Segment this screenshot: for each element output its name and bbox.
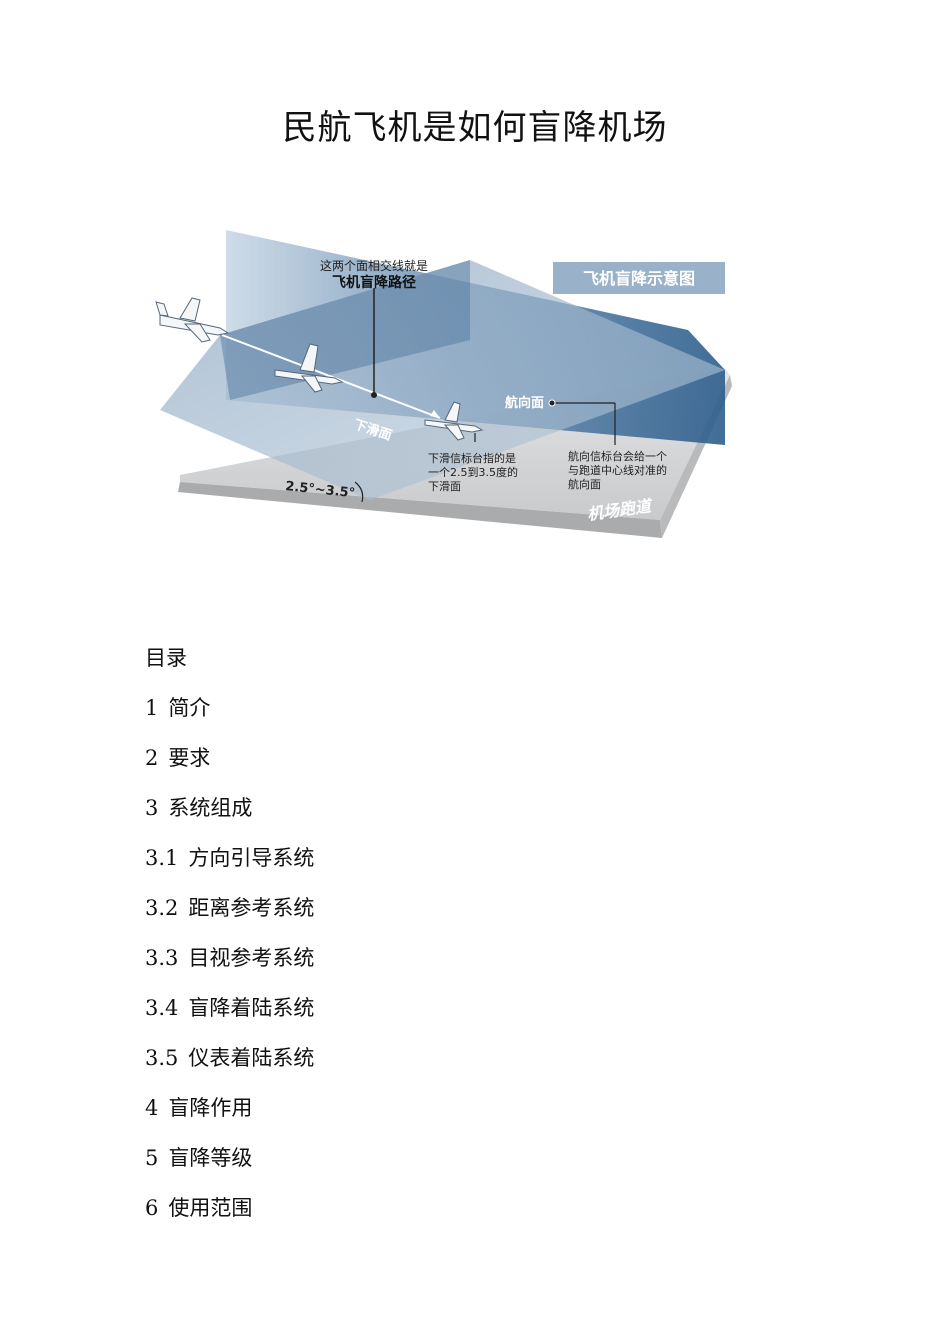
toc-item-number: 3 — [145, 796, 159, 820]
toc-item-number: 3.2 — [145, 896, 179, 920]
toc-item-label: 距离参考系统 — [188, 896, 315, 920]
toc-item[interactable]: 3.4 盲降着陆系统 — [145, 990, 314, 1040]
angle-label: 2.5°~3.5° — [285, 479, 356, 501]
toc-item-number: 1 — [145, 696, 159, 720]
toc-item[interactable]: 3.3 目视参考系统 — [145, 940, 314, 990]
toc-item-label: 仪表着陆系统 — [188, 1046, 315, 1070]
glide-note-line2: 一个2.5到3.5度的 — [428, 465, 518, 479]
toc-item-label: 方向引导系统 — [188, 846, 315, 870]
toc-item[interactable]: 6 使用范围 — [145, 1190, 314, 1240]
toc-item-number: 6 — [145, 1196, 159, 1220]
localizer-note-line2: 与跑道中心线对准的 — [568, 463, 667, 477]
toc-item[interactable]: 3 系统组成 — [145, 790, 314, 840]
toc-item[interactable]: 4 盲降作用 — [145, 1090, 314, 1140]
glide-note-line1: 下滑信标台指的是 — [428, 451, 516, 465]
page-title: 民航飞机是如何盲降机场 — [282, 108, 668, 148]
toc-item-number: 3.4 — [145, 996, 179, 1020]
toc-heading: 目录 — [145, 646, 187, 670]
toc-item-label: 使用范围 — [168, 1196, 253, 1220]
toc-item-number: 2 — [145, 746, 159, 770]
localizer-note-line1: 航向信标台会给一个 — [568, 449, 667, 463]
toc-item-label: 系统组成 — [168, 796, 253, 820]
glide-note-line3: 下滑面 — [428, 480, 461, 493]
toc-item-number: 3.3 — [145, 946, 179, 970]
airplane-icon — [424, 401, 484, 441]
toc-item[interactable]: 3.5 仪表着陆系统 — [145, 1040, 314, 1090]
toc-item-label: 要求 — [168, 746, 211, 770]
airplane-icon — [274, 343, 344, 393]
glide-path-line — [221, 334, 441, 419]
toc-item-label: 盲降着陆系统 — [188, 996, 315, 1020]
toc-item-label: 简介 — [168, 696, 211, 720]
table-of-contents: 目录 1 简介 2 要求 3 系统组成 3.1 方向引导系统 3.2 距离参考系统 3.3 目视参考系… — [145, 640, 314, 1240]
toc-item-label: 盲降作用 — [168, 1096, 253, 1120]
toc-item-number: 3.5 — [145, 1046, 179, 1070]
caption-box-label: 飞机盲降示意图 — [583, 269, 695, 288]
toc-item-number: 5 — [145, 1146, 159, 1170]
toc-item-number: 3.1 — [145, 846, 179, 870]
toc-item-number: 4 — [145, 1096, 159, 1120]
airplane-icon — [155, 297, 230, 343]
ils-diagram: 飞机盲降示意图 这两个面相交线就是 飞机盲降路径 下滑面 航向面 下滑信标台指的… — [140, 220, 740, 550]
label-localizer-plane: 航向面 — [505, 395, 544, 411]
toc-item[interactable]: 5 盲降等级 — [145, 1140, 314, 1190]
toc-item[interactable]: 1 简介 — [145, 690, 314, 740]
localizer-note-line3: 航向面 — [568, 477, 601, 491]
toc-item[interactable]: 2 要求 — [145, 740, 314, 790]
glide-slope-plane — [160, 260, 725, 500]
toc-item-label: 目视参考系统 — [188, 946, 315, 970]
toc-item[interactable]: 3.2 距离参考系统 — [145, 890, 314, 940]
callout-top-line1: 这两个面相交线就是 — [320, 258, 428, 273]
toc-item-label: 盲降等级 — [168, 1146, 253, 1170]
toc-item[interactable]: 3.1 方向引导系统 — [145, 840, 314, 890]
callout-top-line2: 飞机盲降路径 — [332, 274, 416, 291]
caption-box — [553, 262, 725, 294]
